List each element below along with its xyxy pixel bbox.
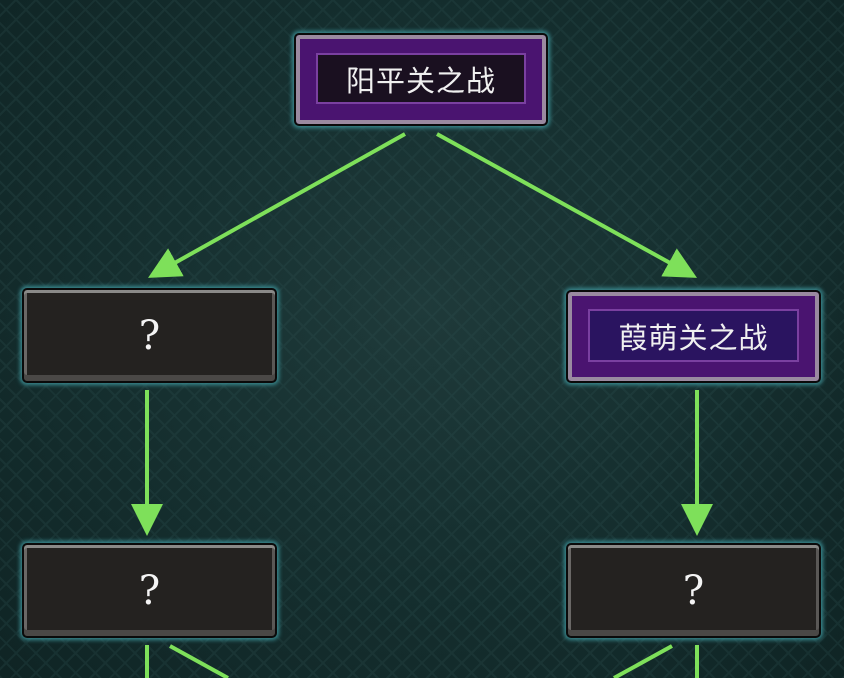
node-locked-left-1[interactable]: ? bbox=[22, 288, 277, 383]
node-label: 阳平关之战 bbox=[345, 63, 496, 98]
node-label: 葭萌关之战 bbox=[618, 320, 769, 355]
node-jiamengguan-battle[interactable]: 葭萌关之战 bbox=[566, 290, 821, 383]
question-mark-icon: ? bbox=[138, 567, 161, 614]
node-yangpingguan-battle[interactable]: 阳平关之战 bbox=[294, 33, 548, 126]
question-mark-icon: ? bbox=[138, 312, 161, 359]
arrow-top-to-right bbox=[436, 132, 697, 278]
node-locked-left-2[interactable]: ? bbox=[22, 543, 277, 638]
question-mark-icon: ? bbox=[682, 567, 705, 614]
line-left2-diagonal bbox=[169, 644, 229, 678]
line-right2-diagonal bbox=[613, 644, 673, 678]
node-locked-right-2[interactable]: ? bbox=[566, 543, 821, 638]
arrow-top-to-left bbox=[148, 132, 406, 278]
